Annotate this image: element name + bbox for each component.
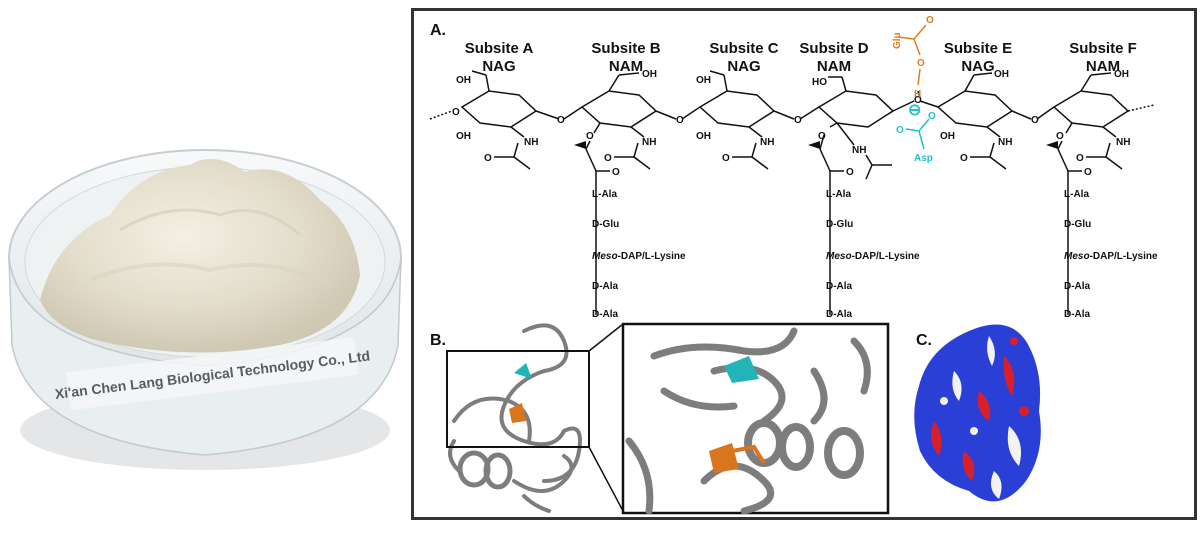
atom-oh-a: OH <box>456 75 471 86</box>
peptide-b-4: D-Ala <box>592 281 619 292</box>
powder-mound <box>40 158 360 353</box>
atom-oh-c2: OH <box>696 131 711 142</box>
zoom-orange-residue <box>709 443 739 473</box>
atom-nh-d: NH <box>852 145 866 156</box>
figure-canvas: A. Subsite A NAG Subsite B NAM Subsite C… <box>429 15 1158 515</box>
subsite-a-name: Subsite A <box>465 40 534 57</box>
panel-c-label: C. <box>916 332 932 349</box>
dish-wall <box>8 257 402 456</box>
peptide-d-1: L-Ala <box>826 189 851 200</box>
glu-o-top: O <box>926 15 934 26</box>
atom-nh-b: NH <box>642 137 656 148</box>
peptide-b-meso: Meso <box>592 251 618 262</box>
peptide-b-3: Meso-DAP/L-Lysine <box>592 251 686 262</box>
zoom-inset <box>621 322 890 515</box>
atom-ho-d: HO <box>812 77 827 88</box>
overview-cyan-strand <box>514 363 532 379</box>
peptide-b-dap: -DAP/L-Lysine <box>618 251 686 262</box>
petri-dish-photo: Xi'an Chen Lang Biological Technology Co… <box>0 0 408 532</box>
protein-cartoon-overview <box>448 323 582 513</box>
zoom-box <box>446 350 590 448</box>
subsite-a-sugar: NAG <box>482 58 515 75</box>
atom-oh-c: OH <box>696 75 711 86</box>
asp-label: Asp <box>914 153 933 164</box>
panel-a-label: A. <box>430 22 446 39</box>
atom-nh-c: NH <box>760 137 774 148</box>
atom-o-a: O <box>452 107 460 118</box>
atom-o-de: O <box>914 95 922 106</box>
atom-o-d: O <box>818 131 826 142</box>
peptide-f-meso: Meso <box>1064 251 1090 262</box>
atom-o-ac1: O <box>484 153 492 164</box>
panel-b-label: B. <box>430 332 446 349</box>
peptide-d-2: D-Glu <box>826 219 853 230</box>
atom-o-c2: O <box>846 167 854 178</box>
peptide-b-2: D-Glu <box>592 219 619 230</box>
electrostatic-surface <box>914 324 1041 502</box>
peptide-f-2: D-Glu <box>1064 219 1091 230</box>
atom-o-bc: O <box>676 115 684 126</box>
atom-ho-a: OH <box>456 131 471 142</box>
atom-o-ef: O <box>1031 115 1039 126</box>
peptide-d-3: Meso-DAP/L-Lysine <box>826 251 920 262</box>
subsite-f-name: Subsite F <box>1069 40 1137 57</box>
glu-label: Glu <box>892 32 903 49</box>
asp-minus: ⊖ <box>908 102 921 119</box>
atom-oh-e: OH <box>994 69 1009 80</box>
overview-orange-residue <box>509 403 526 423</box>
peptide-d-5: D-Ala <box>826 309 853 320</box>
atom-o-b: O <box>586 131 594 142</box>
stereo-wedges <box>574 141 1058 149</box>
lysozyme-figure: A. Subsite A NAG Subsite B NAM Subsite C… <box>411 8 1197 520</box>
peptide-f-5: D-Ala <box>1064 309 1091 320</box>
peptide-f-4: D-Ala <box>1064 281 1091 292</box>
atom-o-c1: O <box>612 167 620 178</box>
atom-oh-b: OH <box>642 69 657 80</box>
atom-nh-e: NH <box>998 137 1012 148</box>
subsite-d-sugar: NAM <box>817 58 851 75</box>
subsite-c-name: Subsite C <box>709 40 778 57</box>
peptide-d-4: D-Ala <box>826 281 853 292</box>
atom-o-cd: O <box>794 115 802 126</box>
glycan-chain <box>429 24 1155 315</box>
petri-dish-illustration: Xi'an Chen Lang Biological Technology Co… <box>8 149 402 470</box>
atom-nh-a: NH <box>524 137 538 148</box>
atom-o-ab: O <box>557 115 565 126</box>
atom-o-c3: O <box>1084 167 1092 178</box>
zoom-cyan-strand <box>724 356 759 383</box>
atom-oh-e2: OH <box>940 131 955 142</box>
atom-o-ac2: O <box>604 153 612 164</box>
peptide-f-dap: -DAP/L-Lysine <box>1090 251 1158 262</box>
subsite-e-sugar: NAG <box>961 58 994 75</box>
glu-o: O <box>917 58 925 69</box>
zoom-orange-sidechain <box>731 444 766 465</box>
atom-o-ac5: O <box>960 153 968 164</box>
protein-cartoon-zoom <box>625 327 871 515</box>
subsite-b-sugar: NAM <box>609 58 643 75</box>
atom-o-ac3: O <box>722 153 730 164</box>
atom-o-ac6: O <box>1076 153 1084 164</box>
subsite-b-name: Subsite B <box>591 40 660 57</box>
asp-o-left: O <box>896 125 904 136</box>
peptide-b-5: D-Ala <box>592 309 619 320</box>
asp-o-top: O <box>928 111 936 122</box>
atom-oh-f: OH <box>1114 69 1129 80</box>
peptide-f-1: L-Ala <box>1064 189 1089 200</box>
atom-nh-f: NH <box>1116 137 1130 148</box>
peptide-d-meso: Meso <box>826 251 852 262</box>
subsite-f-sugar: NAM <box>1086 58 1120 75</box>
peptide-d-dap: -DAP/L-Lysine <box>852 251 920 262</box>
atom-o-f: O <box>1056 131 1064 142</box>
subsite-c-sugar: NAG <box>727 58 760 75</box>
peptide-f-3: Meso-DAP/L-Lysine <box>1064 251 1158 262</box>
peptide-b-1: L-Ala <box>592 189 617 200</box>
subsite-d-name: Subsite D <box>799 40 868 57</box>
glu-h: H <box>914 89 921 100</box>
subsite-e-name: Subsite E <box>944 40 1012 57</box>
